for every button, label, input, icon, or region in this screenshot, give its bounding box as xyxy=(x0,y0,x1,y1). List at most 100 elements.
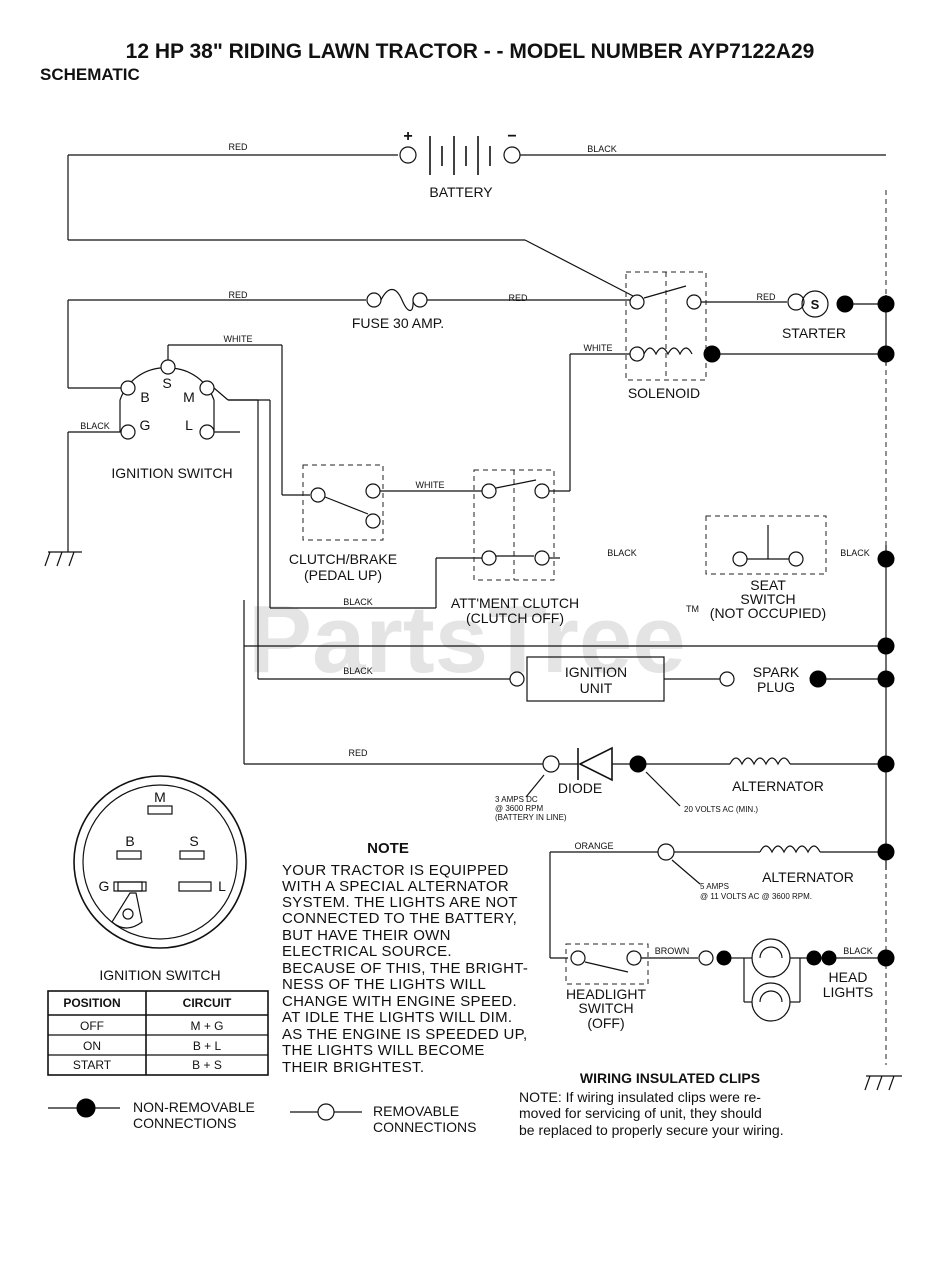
watermark-text: PartsTree xyxy=(248,586,686,693)
watermark: PartsTree TM xyxy=(248,586,699,693)
table-row-off-position: OFF xyxy=(80,1019,104,1033)
alternator-note: NOTE YOUR TRACTOR IS EQUIPPED WITH A SPE… xyxy=(282,840,528,1076)
diode-label: DIODE xyxy=(558,780,602,796)
attachment-clutch-switch: ATT'MENT CLUTCH (CLUTCH OFF) xyxy=(451,469,579,626)
ignition-switch: S B M G L IGNITION SWITCH xyxy=(111,359,233,481)
clips-line: NOTE: If wiring insulated clips were re- xyxy=(519,1089,761,1105)
battery: + − BATTERY RED BLACK xyxy=(68,128,886,200)
table-row-on-position: ON xyxy=(83,1039,101,1053)
ign-unit-label-1: IGNITION xyxy=(565,664,627,680)
wire-label-black-gnd: BLACK xyxy=(80,421,110,431)
ign-unit-label-2: UNIT xyxy=(580,680,613,696)
wire-label-red-top: RED xyxy=(228,142,248,152)
table-row-start-circuit: B + S xyxy=(192,1058,222,1072)
wire-label-black-ign: BLACK xyxy=(343,666,373,676)
table-row-off-circuit: M + G xyxy=(190,1019,223,1033)
battery-positive-label: + xyxy=(403,128,412,145)
ign-term-g: G xyxy=(140,417,151,433)
amps-label-3: (BATTERY IN LINE) xyxy=(495,813,567,822)
note-line: YOUR TRACTOR IS EQUIPPED xyxy=(282,862,509,879)
face-b-label: B xyxy=(125,833,134,849)
note-line: BECAUSE OF THIS, THE BRIGHT- xyxy=(282,960,528,977)
legend-non-removable-2: CONNECTIONS xyxy=(133,1115,236,1131)
position-table: POSITION CIRCUIT OFF M + G ON B + L STAR… xyxy=(47,990,269,1076)
face-s-label: S xyxy=(189,833,198,849)
alternator-1-label: ALTERNATOR xyxy=(732,778,824,794)
amps-label-2: @ 3600 RPM xyxy=(495,804,543,813)
spark-label-1: SPARK xyxy=(753,664,800,680)
starter-label: STARTER xyxy=(782,325,846,341)
note-heading: NOTE xyxy=(367,840,409,857)
head-lights-label-1: HEAD xyxy=(829,969,868,985)
wire-label-black-mid: BLACK xyxy=(607,548,637,558)
battery-negative-label: − xyxy=(507,128,516,145)
wire-label-red-starter: RED xyxy=(756,292,776,302)
clips-line: moved for servicing of unit, they should xyxy=(519,1105,762,1121)
starter-s-label: S xyxy=(811,297,820,312)
wire-label-red-fuse-left: RED xyxy=(228,290,248,300)
clips-note: WIRING INSULATED CLIPS NOTE: If wiring i… xyxy=(519,1070,784,1138)
diode: DIODE xyxy=(542,746,647,796)
note-line: THE LIGHTS WILL BECOME xyxy=(282,1042,485,1059)
wire-label-white-ign: WHITE xyxy=(224,334,253,344)
clutch-label-2: (PEDAL UP) xyxy=(304,567,382,583)
headlight-switch: HEADLIGHT SWITCH (OFF) xyxy=(565,943,649,1031)
note-line: AT IDLE THE LIGHTS WILL DIM. xyxy=(282,1009,512,1026)
solenoid: SOLENOID xyxy=(625,271,721,401)
note-line: CHANGE WITH ENGINE SPEED. xyxy=(282,993,517,1010)
volts-label: 20 VOLTS AC (MIN.) xyxy=(684,805,758,814)
seat-label-3: (NOT OCCUPIED) xyxy=(710,605,826,621)
legend-non-removable-1: NON-REMOVABLE xyxy=(133,1099,255,1115)
wire-label-black-att: BLACK xyxy=(343,597,373,607)
note-line: AS THE ENGINE IS SPEEDED UP, xyxy=(282,1026,527,1043)
wire-label-black-top: BLACK xyxy=(587,144,617,154)
ignition-switch-face: M B S G L IGNITION SWITCH xyxy=(73,775,247,983)
wire-label-white-solenoid: WHITE xyxy=(584,343,613,353)
ignition-unit: IGNITION UNIT xyxy=(509,656,735,702)
watermark-tm: TM xyxy=(686,604,699,614)
clutch-brake-switch: CLUTCH/BRAKE (PEDAL UP) xyxy=(289,464,397,583)
ign-term-l: L xyxy=(185,417,193,433)
wire-label-brown: BROWN xyxy=(655,946,690,956)
legend: NON-REMOVABLE CONNECTIONS REMOVABLE CONN… xyxy=(48,1098,476,1135)
ign-term-m: M xyxy=(183,389,195,405)
head-lights: HEAD LIGHTS BLACK xyxy=(743,938,895,1022)
clips-line: be replaced to properly secure your wiri… xyxy=(519,1122,784,1138)
amps-label-1: 3 AMPS DC xyxy=(495,795,538,804)
note-line: BUT HAVE THEIR OWN xyxy=(282,927,451,944)
clutch-label-1: CLUTCH/BRAKE xyxy=(289,551,397,567)
wire-label-white-clutch: WHITE xyxy=(416,480,445,490)
clips-heading: WIRING INSULATED CLIPS xyxy=(580,1070,760,1086)
face-title: IGNITION SWITCH xyxy=(99,967,220,983)
head-lights-label-2: LIGHTS xyxy=(823,984,874,1000)
att-clutch-label-2: (CLUTCH OFF) xyxy=(466,610,564,626)
spark-label-2: PLUG xyxy=(757,679,795,695)
page-subtitle: SCHEMATIC xyxy=(40,65,140,84)
ign-term-b: B xyxy=(140,389,149,405)
wire-label-black-seat: BLACK xyxy=(840,548,870,558)
face-m-label: M xyxy=(154,789,166,805)
legend-removable-2: CONNECTIONS xyxy=(373,1119,476,1135)
wire-label-red-diode: RED xyxy=(348,748,368,758)
spark-plug: SPARK PLUG xyxy=(753,664,895,695)
table-header-circuit: CIRCUIT xyxy=(183,996,232,1010)
wire-label-orange: ORANGE xyxy=(574,841,613,851)
table-row-start-position: START xyxy=(73,1058,112,1072)
note-line: SYSTEM. THE LIGHTS ARE NOT xyxy=(282,894,518,911)
ignition-switch-label: IGNITION SWITCH xyxy=(111,465,232,481)
ign-term-s: S xyxy=(162,375,171,391)
page-title: 12 HP 38" RIDING LAWN TRACTOR - - MODEL … xyxy=(126,40,815,63)
head-sw-label-3: (OFF) xyxy=(587,1015,624,1031)
starter: S STARTER xyxy=(782,290,895,341)
alternator-1: ALTERNATOR xyxy=(646,755,895,794)
note-line: ELECTRICAL SOURCE. xyxy=(282,943,452,960)
note-line: CONNECTED TO THE BATTERY, xyxy=(282,910,517,927)
battery-label: BATTERY xyxy=(429,184,493,200)
fuse: FUSE 30 AMP. RED RED xyxy=(68,288,632,331)
alternator-2: ALTERNATOR ORANGE xyxy=(550,841,895,885)
seat-switch: SEAT SWITCH (NOT OCCUPIED) xyxy=(705,515,827,621)
wire-label-black-head: BLACK xyxy=(843,946,873,956)
alt2-label-2: @ 11 VOLTS AC @ 3600 RPM. xyxy=(700,892,812,901)
seat-label-2: SWITCH xyxy=(740,591,795,607)
